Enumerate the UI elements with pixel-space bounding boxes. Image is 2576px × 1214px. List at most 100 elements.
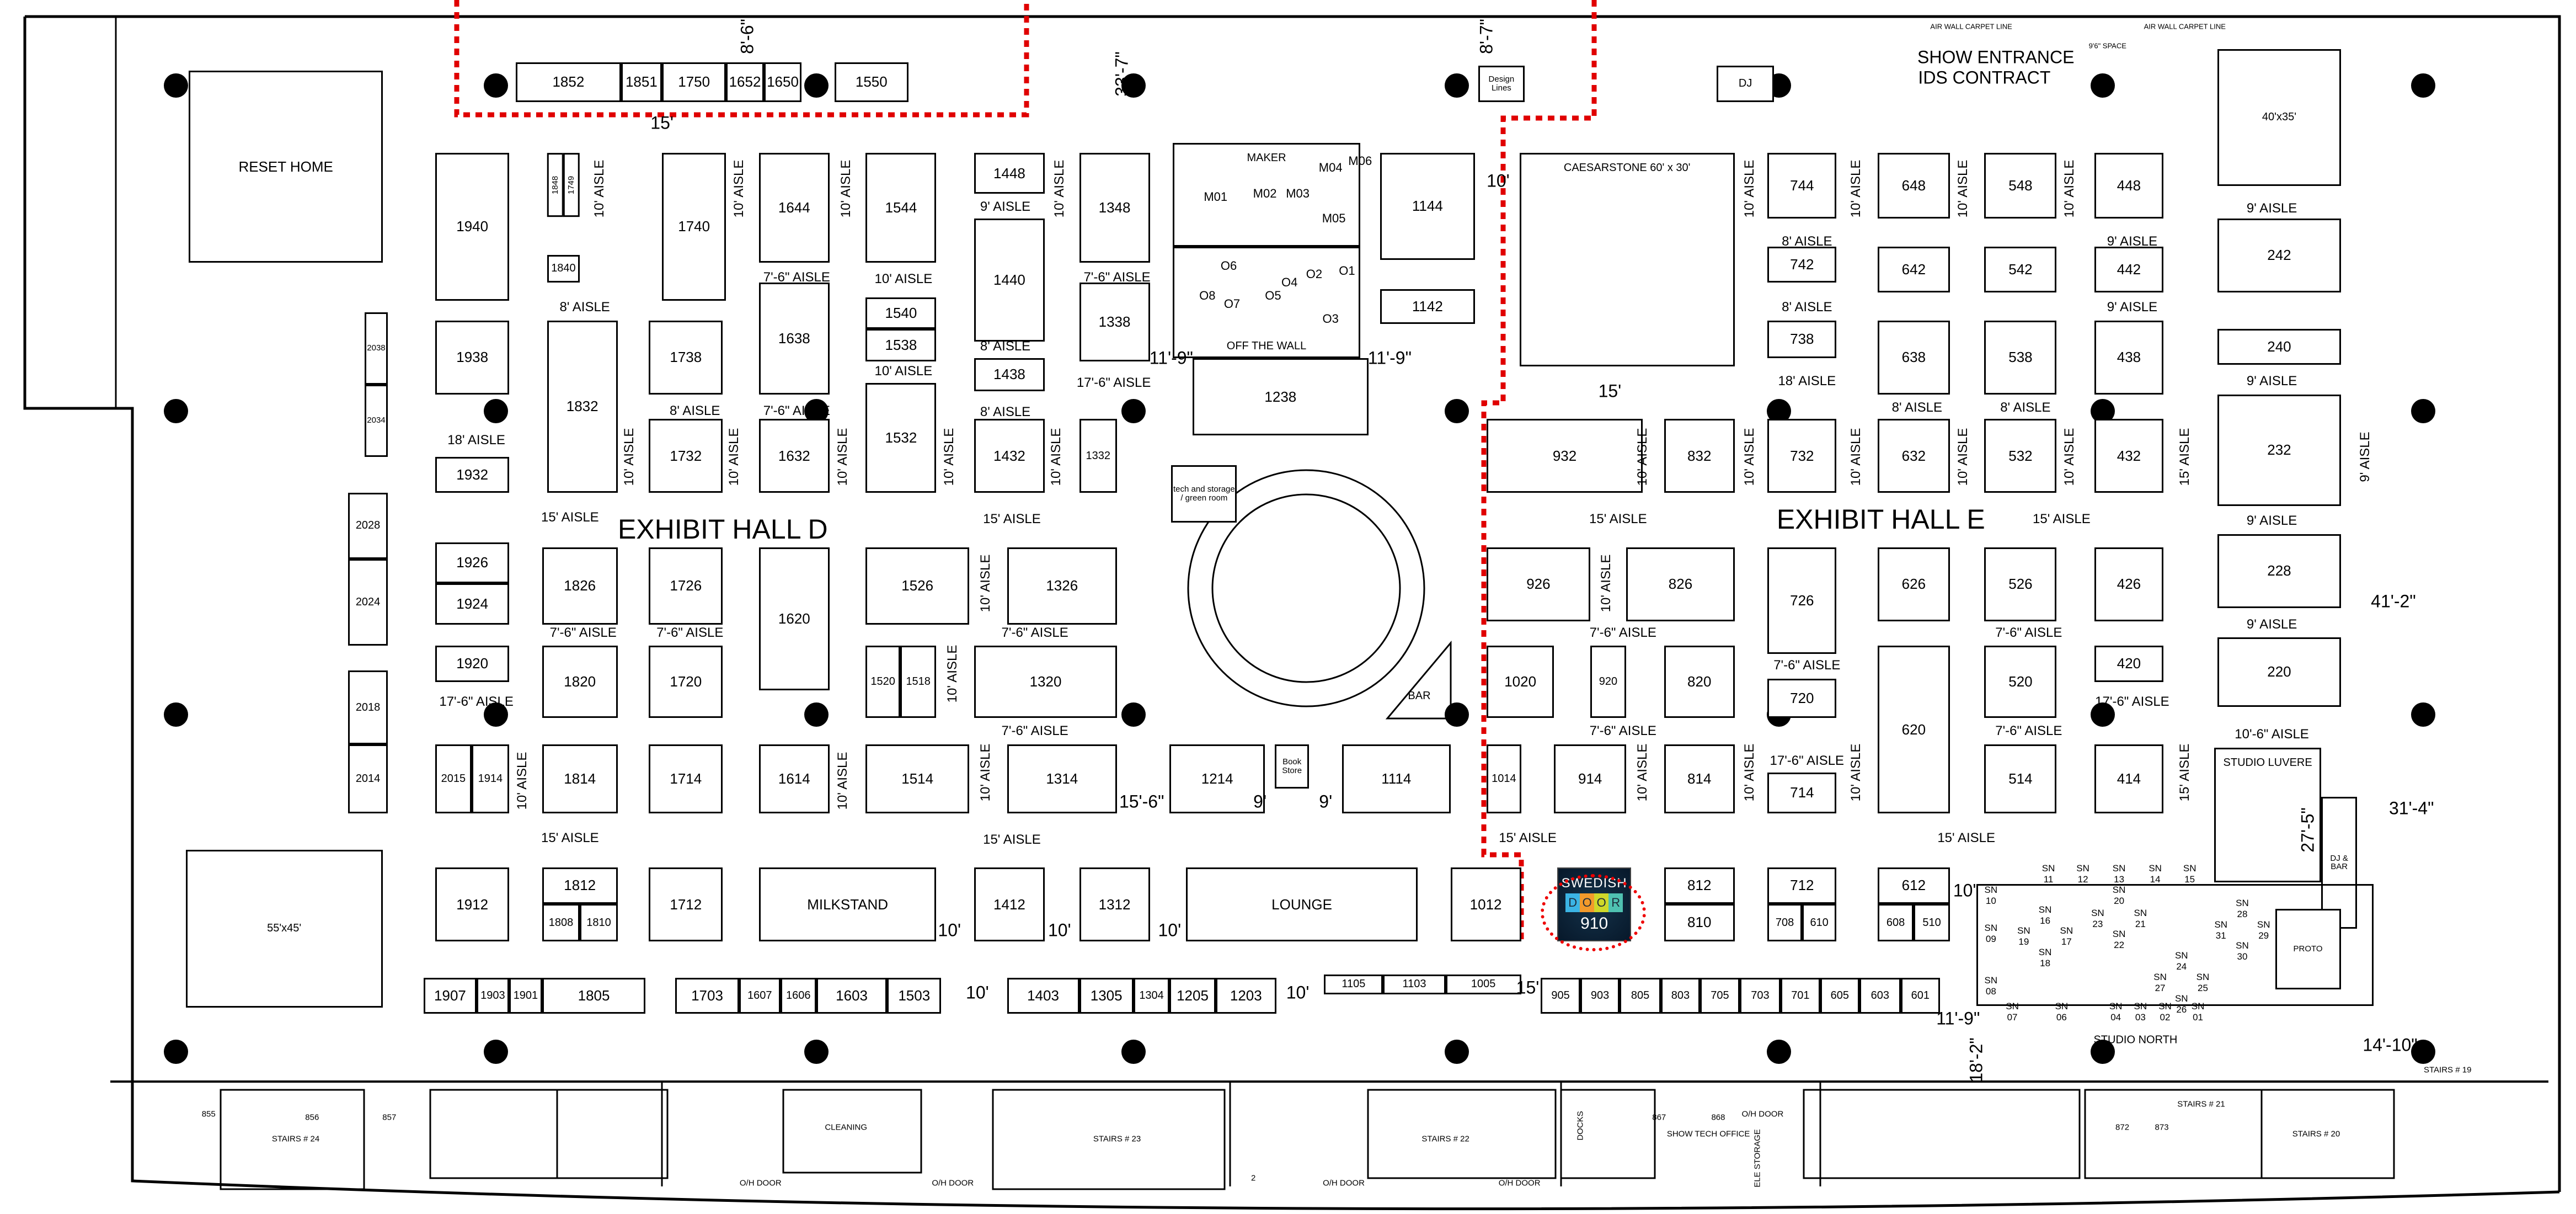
booth-1326[interactable]: 1326	[1007, 547, 1118, 625]
studio-north-booth[interactable]: SN 18	[2038, 947, 2052, 969]
booth-744[interactable]: 744	[1767, 152, 1837, 219]
booth-1205[interactable]: 1205	[1169, 977, 1216, 1014]
studio-north-booth[interactable]: SN 01	[2191, 1001, 2205, 1023]
booth-626[interactable]: 626	[1877, 547, 1950, 621]
maker-booth[interactable]: M04	[1318, 160, 1343, 174]
booth-240[interactable]: 240	[2217, 328, 2341, 365]
studio-north-booth[interactable]: SN 10	[1984, 885, 1998, 906]
booth-1103[interactable]: 1103	[1383, 974, 1446, 994]
booth-1438[interactable]: 1438	[974, 358, 1045, 391]
booth-1014[interactable]: 1014	[1487, 744, 1521, 814]
booth-1320[interactable]: 1320	[974, 646, 1118, 718]
booth-832[interactable]: 832	[1664, 419, 1735, 493]
booth-1644[interactable]: 1644	[758, 152, 830, 263]
booth-1012[interactable]: 1012	[1450, 867, 1521, 942]
studio-north-booth[interactable]: SN 28	[2236, 897, 2249, 919]
booth-608[interactable]: 608	[1877, 903, 1914, 942]
studio-north-booth[interactable]: SN 14	[2149, 863, 2162, 885]
booth-803[interactable]: 803	[1660, 977, 1701, 1014]
booth-1620[interactable]: 1620	[758, 547, 830, 690]
booth-220[interactable]: 220	[2217, 637, 2341, 707]
booth-414[interactable]: 414	[2094, 744, 2163, 814]
booth-1540[interactable]: 1540	[865, 297, 937, 329]
booth-714[interactable]: 714	[1767, 772, 1837, 814]
booth-1514[interactable]: 1514	[865, 744, 969, 814]
booth-2038[interactable]: 2038	[365, 312, 388, 385]
booth-1805[interactable]: 1805	[542, 977, 646, 1014]
booth-1305[interactable]: 1305	[1079, 977, 1134, 1014]
booth-1603[interactable]: 1603	[816, 977, 888, 1014]
booth-438[interactable]: 438	[2094, 320, 2163, 395]
booth-1750[interactable]: 1750	[662, 62, 726, 102]
studio-north-booth[interactable]: SN 17	[2060, 925, 2073, 947]
booth-514[interactable]: 514	[1984, 744, 2057, 814]
booth-903[interactable]: 903	[1580, 977, 1620, 1014]
studio-north-booth[interactable]: SN 21	[2134, 907, 2147, 929]
booth-526[interactable]: 526	[1984, 547, 2057, 621]
maker-booth[interactable]: M01	[1204, 190, 1228, 204]
maker-booth[interactable]: O3	[1322, 311, 1339, 326]
booth-1738[interactable]: 1738	[649, 320, 723, 395]
booth-djbar[interactable]: DJ & BAR	[2321, 797, 2358, 929]
booth-601[interactable]: 601	[1900, 977, 1940, 1014]
booth-810[interactable]: 810	[1664, 903, 1735, 942]
booth-1403[interactable]: 1403	[1007, 977, 1079, 1014]
booth-1203[interactable]: 1203	[1215, 977, 1276, 1014]
booth-1638[interactable]: 1638	[758, 283, 830, 395]
booth-532[interactable]: 532	[1984, 419, 2057, 493]
booth-1940[interactable]: 1940	[435, 152, 510, 301]
booth-632[interactable]: 632	[1877, 419, 1950, 493]
studio-north-booth[interactable]: SN 25	[2196, 971, 2210, 993]
booth-603[interactable]: 603	[1859, 977, 1901, 1014]
booth-920[interactable]: 920	[1590, 646, 1627, 718]
maker-booth[interactable]: O7	[1223, 296, 1241, 311]
studio-north-booth[interactable]: SN 19	[2017, 925, 2030, 947]
studio-north-booth[interactable]: SN 12	[2076, 863, 2089, 885]
maker-booth[interactable]: M03	[1286, 187, 1310, 201]
studio-north-booth[interactable]: SN 06	[2055, 1001, 2069, 1023]
booth-lounge[interactable]: LOUNGE	[1186, 867, 1418, 942]
booth-820[interactable]: 820	[1664, 646, 1735, 718]
booth-1005[interactable]: 1005	[1445, 974, 1521, 994]
booth-1932[interactable]: 1932	[435, 456, 510, 493]
booth-1714[interactable]: 1714	[649, 744, 723, 814]
booth-2034[interactable]: 2034	[365, 384, 388, 457]
booth-726[interactable]: 726	[1767, 547, 1837, 654]
booth-814[interactable]: 814	[1664, 744, 1735, 814]
booth-dj[interactable]: DJ	[1717, 66, 1775, 102]
booth-1820[interactable]: 1820	[542, 646, 618, 718]
booth-1926[interactable]: 1926	[435, 542, 510, 584]
booth-432[interactable]: 432	[2094, 419, 2163, 493]
booth-426[interactable]: 426	[2094, 547, 2163, 621]
booth-1720[interactable]: 1720	[649, 646, 723, 718]
booth-905[interactable]: 905	[1541, 977, 1580, 1014]
booth-1632[interactable]: 1632	[758, 419, 830, 493]
booth-1448[interactable]: 1448	[974, 152, 1045, 194]
booth-1812[interactable]: 1812	[542, 867, 618, 904]
booth-tech[interactable]: tech and storage / green room	[1171, 465, 1237, 523]
booth-638[interactable]: 638	[1877, 320, 1950, 395]
booth-2024[interactable]: 2024	[348, 558, 388, 646]
maker-booth[interactable]: M02	[1253, 187, 1277, 201]
booth-1826[interactable]: 1826	[542, 547, 618, 625]
booth-1808[interactable]: 1808	[542, 903, 580, 942]
booth-542[interactable]: 542	[1984, 246, 2057, 293]
booth-932[interactable]: 932	[1487, 419, 1643, 493]
booth-luvere[interactable]: STUDIO LUVERE	[2214, 747, 2321, 883]
booth-1312[interactable]: 1312	[1079, 867, 1150, 942]
booth-1914[interactable]: 1914	[471, 744, 510, 814]
booth-space55[interactable]: 55'x45'	[185, 849, 383, 1008]
booth-caesar[interactable]: CAESARSTONE 60' x 30'	[1519, 152, 1735, 367]
booth-701[interactable]: 701	[1781, 977, 1820, 1014]
studio-north-booth[interactable]: SN 23	[2091, 907, 2104, 929]
booth-1814[interactable]: 1814	[542, 744, 618, 814]
booth-548[interactable]: 548	[1984, 152, 2057, 219]
booth-448[interactable]: 448	[2094, 152, 2163, 219]
booth-1810[interactable]: 1810	[580, 903, 618, 942]
booth-805[interactable]: 805	[1620, 977, 1661, 1014]
booth-2015[interactable]: 2015	[435, 744, 472, 814]
booth-742[interactable]: 742	[1767, 246, 1837, 283]
booth-1020[interactable]: 1020	[1487, 646, 1554, 718]
studio-north-booth[interactable]: SN 03	[2134, 1001, 2147, 1023]
studio-north-booth[interactable]: SN 09	[1984, 922, 1998, 944]
